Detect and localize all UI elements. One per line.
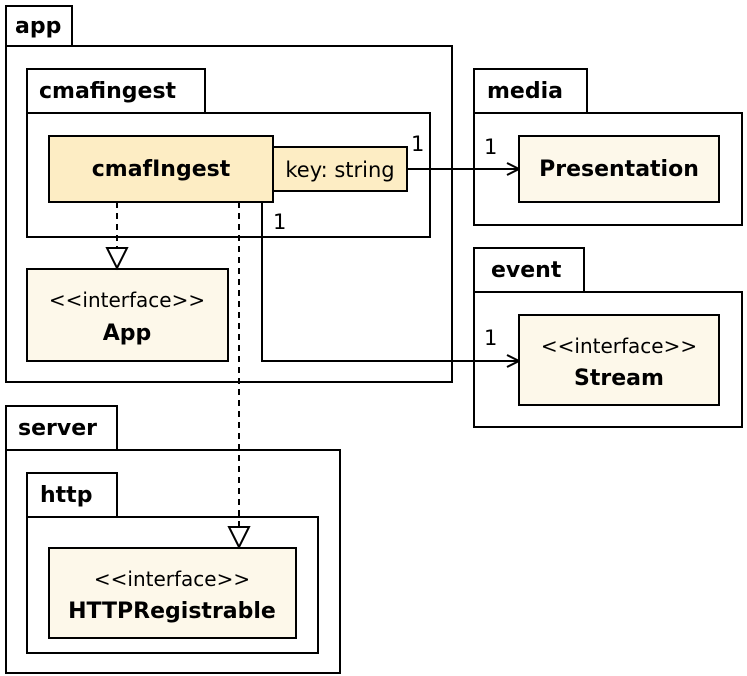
realization-arrowhead-app — [105, 247, 129, 271]
class-app-box — [26, 268, 229, 362]
realization-arrowhead-httpregistrable — [227, 526, 251, 550]
class-stream-name: Stream — [574, 366, 664, 391]
package-event-tab — [473, 247, 585, 293]
edge-association-stream: 1 1 — [261, 202, 519, 361]
mult-presentation-target: 1 — [484, 135, 497, 159]
package-app-label: app — [15, 14, 61, 39]
package-http-tab — [26, 472, 118, 518]
class-app-stereotype: <<interface>> — [49, 288, 205, 312]
mult-presentation-source: 1 — [411, 132, 424, 156]
class-httpregistrable-name: HTTPRegistrable — [68, 599, 276, 624]
package-event-label: event — [491, 258, 562, 283]
class-app: <<interface>> App — [26, 268, 229, 362]
package-server-tab — [5, 405, 118, 451]
class-stream-box — [518, 314, 720, 406]
class-stream: <<interface>> Stream — [518, 314, 720, 406]
class-cmafingest: cmafIngest — [48, 135, 274, 203]
edge-association-presentation: 1 1 — [407, 132, 519, 169]
class-presentation: Presentation — [518, 135, 720, 203]
edge-association-stream-line — [261, 202, 519, 361]
mult-stream-target: 1 — [484, 326, 497, 350]
qualifier-key: key: string — [272, 146, 408, 192]
class-cmafingest-name: cmafIngest — [92, 157, 231, 182]
edge-realization-httpregistrable — [227, 202, 251, 550]
class-cmafingest-box — [48, 135, 274, 203]
class-httpregistrable-stereotype: <<interface>> — [94, 567, 250, 591]
class-stream-stereotype: <<interface>> — [541, 334, 697, 358]
class-httpregistrable: <<interface>> HTTPRegistrable — [48, 547, 297, 639]
class-app-name: App — [103, 321, 152, 346]
edge-realization-app — [105, 202, 129, 271]
package-http-label: http — [40, 483, 92, 508]
mult-stream-source: 1 — [273, 210, 286, 234]
class-presentation-name: Presentation — [539, 157, 699, 182]
package-media-tab — [473, 68, 588, 114]
package-server-label: server — [18, 416, 97, 441]
package-cmafingest-label: cmafingest — [39, 79, 177, 104]
package-cmafingest-tab — [26, 68, 206, 114]
package-media-label: media — [487, 79, 563, 104]
class-presentation-box — [518, 135, 720, 203]
class-httpregistrable-box — [48, 547, 297, 639]
qualifier-key-text: key: string — [285, 158, 394, 182]
